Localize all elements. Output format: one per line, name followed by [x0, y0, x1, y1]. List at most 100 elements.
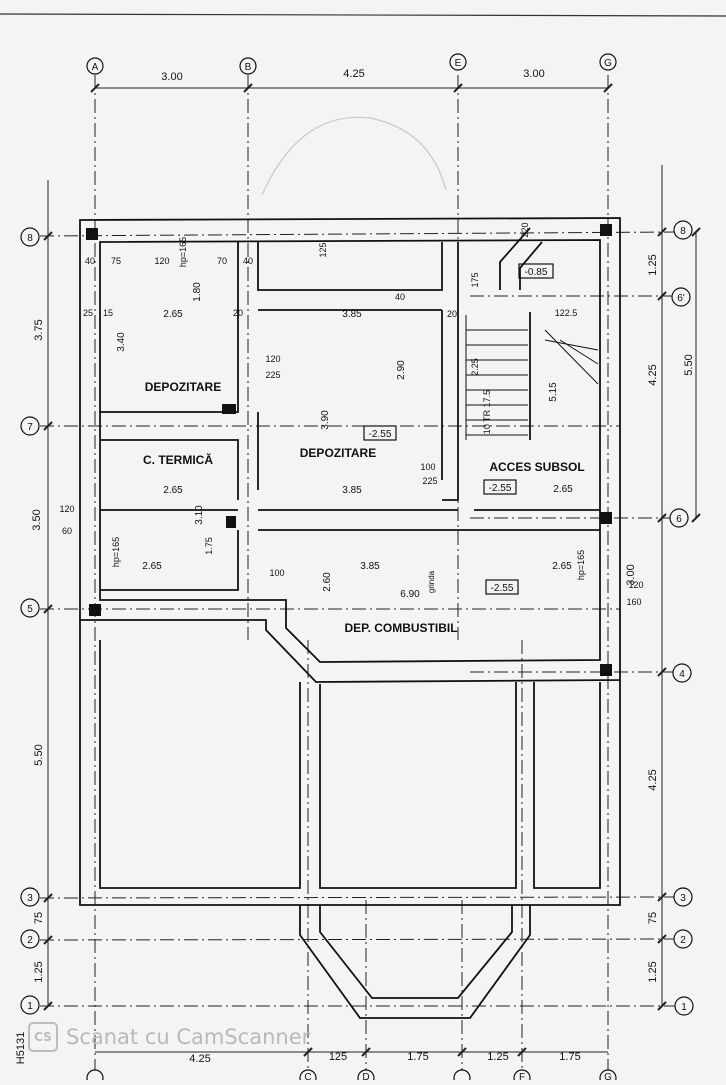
dimension-text: 120: [154, 256, 169, 266]
dimension-text: 225: [265, 370, 280, 380]
walls: [79, 217, 621, 1019]
dimension-text: 5.15: [548, 382, 559, 402]
axis-label: G: [604, 1072, 612, 1080]
dimension-text: 1.80: [192, 282, 203, 302]
dimension-text: 3.85: [342, 485, 362, 496]
dimension-text: 100: [269, 568, 284, 578]
note-stair: 10 TR 17.5: [482, 390, 492, 434]
axis-label: 2: [680, 935, 686, 946]
dimension-text: 2.60: [322, 572, 333, 592]
dimension-text: 125: [329, 1051, 347, 1063]
dimension-text: 160: [626, 597, 641, 607]
stairs: [465, 315, 599, 440]
dimension-text: 1.25: [647, 961, 659, 982]
axis-label: 6: [676, 514, 682, 525]
room-label-depozitare: DEPOZITARE: [145, 380, 221, 394]
dimension-text: 3.00: [161, 71, 182, 83]
note-grinda: grinda: [427, 570, 436, 593]
dimension-text: 60: [62, 526, 72, 536]
dimension-text: 2.65: [163, 485, 183, 496]
grid-axes: [39, 75, 676, 1072]
axis-label: 2: [27, 935, 33, 946]
dimension-text: 3.00: [625, 564, 637, 585]
dimension-text: 1.25: [647, 254, 659, 275]
axis-label: 1: [681, 1002, 687, 1013]
dimension-text: 120: [628, 580, 643, 590]
dimension-text: 3.85: [342, 309, 362, 320]
axis-label: G: [604, 58, 612, 69]
dimension-text: 3.10: [194, 505, 205, 525]
level-label: -2.55: [491, 583, 514, 594]
dimension-text: hp=165: [576, 550, 586, 580]
dimension-text: 20: [447, 309, 457, 319]
dimension-text: 1.25: [33, 961, 45, 982]
dimension-text: 15: [103, 308, 113, 318]
axis-label: 7: [27, 422, 33, 433]
axis-label: D: [362, 1072, 369, 1080]
dimension-text: hp=165: [111, 537, 121, 567]
dimension-text: 1.75: [407, 1051, 428, 1063]
dimension-text: 2.65: [553, 484, 573, 495]
axis-label: B: [245, 62, 252, 73]
dimension-text: 2.65: [163, 309, 183, 320]
axis-label: 8: [680, 226, 686, 237]
dimension-text: 100: [420, 462, 435, 472]
level-boxes: [363, 263, 554, 595]
dimension-text: 40: [243, 256, 253, 266]
dimension-text: 4.25: [343, 68, 364, 80]
axis-label: 3: [680, 893, 686, 904]
dimension-text: 120: [265, 354, 280, 364]
dimension-text: 75: [33, 912, 45, 924]
dimension-text: 220: [520, 222, 530, 237]
dimension-text: 20: [233, 308, 243, 318]
dimension-text: 122.5: [555, 308, 578, 318]
dimension-text: 3.90: [320, 410, 331, 430]
columns: [86, 224, 612, 676]
dimension-text: 2.90: [396, 360, 407, 380]
pencil-arc: [261, 116, 447, 196]
level-label: -2.55: [489, 483, 512, 494]
dimension-text: 70: [217, 256, 227, 266]
dimension-text: 3.85: [360, 561, 380, 572]
room-labels: DEPOZITARE DEPOZITARE C. TERMICĂ ACCES S…: [143, 380, 585, 635]
dimension-text: 1.25: [487, 1051, 508, 1063]
dimension-text: 2.65: [142, 561, 162, 572]
dimension-text: 75: [647, 912, 659, 924]
axis-label: C: [304, 1072, 311, 1080]
overall-dimensions: 3.00 4.25 3.00 4.25 125 1.75 1.25 1.75 3…: [31, 68, 695, 1065]
axis-label: F: [519, 1072, 525, 1080]
dimension-text: 75: [111, 256, 121, 266]
axis-label: 4: [679, 669, 685, 680]
axis-label: A: [92, 62, 99, 73]
camscanner-watermark: CS Scanat cu CamScanner: [28, 1022, 310, 1052]
axis-labels: A B E G C D F G 8 7 5 3 2 1 8 6' 6 4 3 2…: [27, 58, 687, 1083]
dimension-text: 25: [83, 308, 93, 318]
dimension-text: 2.65: [552, 561, 572, 572]
dimension-text: 40: [85, 256, 95, 266]
dimension-text: 175: [470, 272, 480, 287]
dimension-text: 120: [59, 504, 74, 514]
axis-label: 5: [27, 604, 33, 615]
dimension-text: R5: [223, 406, 235, 416]
dimension-text: 4.25: [189, 1053, 210, 1065]
room-label-acces-subsol: ACCES SUBSOL: [489, 460, 584, 474]
room-label-depozitare: DEPOZITARE: [300, 446, 376, 460]
dimension-text: 6.90: [400, 589, 420, 600]
dimension-text: 5.50: [683, 354, 695, 375]
watermark-text: Scanat cu CamScanner: [66, 1025, 311, 1049]
room-label-combustibil: DEP. COMBUSTIBIL: [344, 621, 457, 635]
dimension-text: 1.75: [204, 537, 214, 555]
camscanner-logo-icon: CS: [28, 1022, 58, 1052]
axis-label: 1: [27, 1001, 33, 1012]
axis-label: 3: [27, 893, 33, 904]
dimension-text: 2.25: [470, 358, 480, 376]
dimension-text: 125: [318, 242, 328, 257]
level-label: -2.55: [369, 429, 392, 440]
interior-dimensions: 2.65 3.85 2.65 3.85 2.65 2.65 3.85 2.65 …: [116, 282, 573, 600]
wall-dimensions: 40 75 120 70 40 25 15 20 125 40 20 120 2…: [59, 222, 643, 607]
dimension-text: 225: [422, 476, 437, 486]
dimension-text: 4.25: [647, 769, 659, 790]
dimension-text: 3.75: [33, 319, 45, 340]
